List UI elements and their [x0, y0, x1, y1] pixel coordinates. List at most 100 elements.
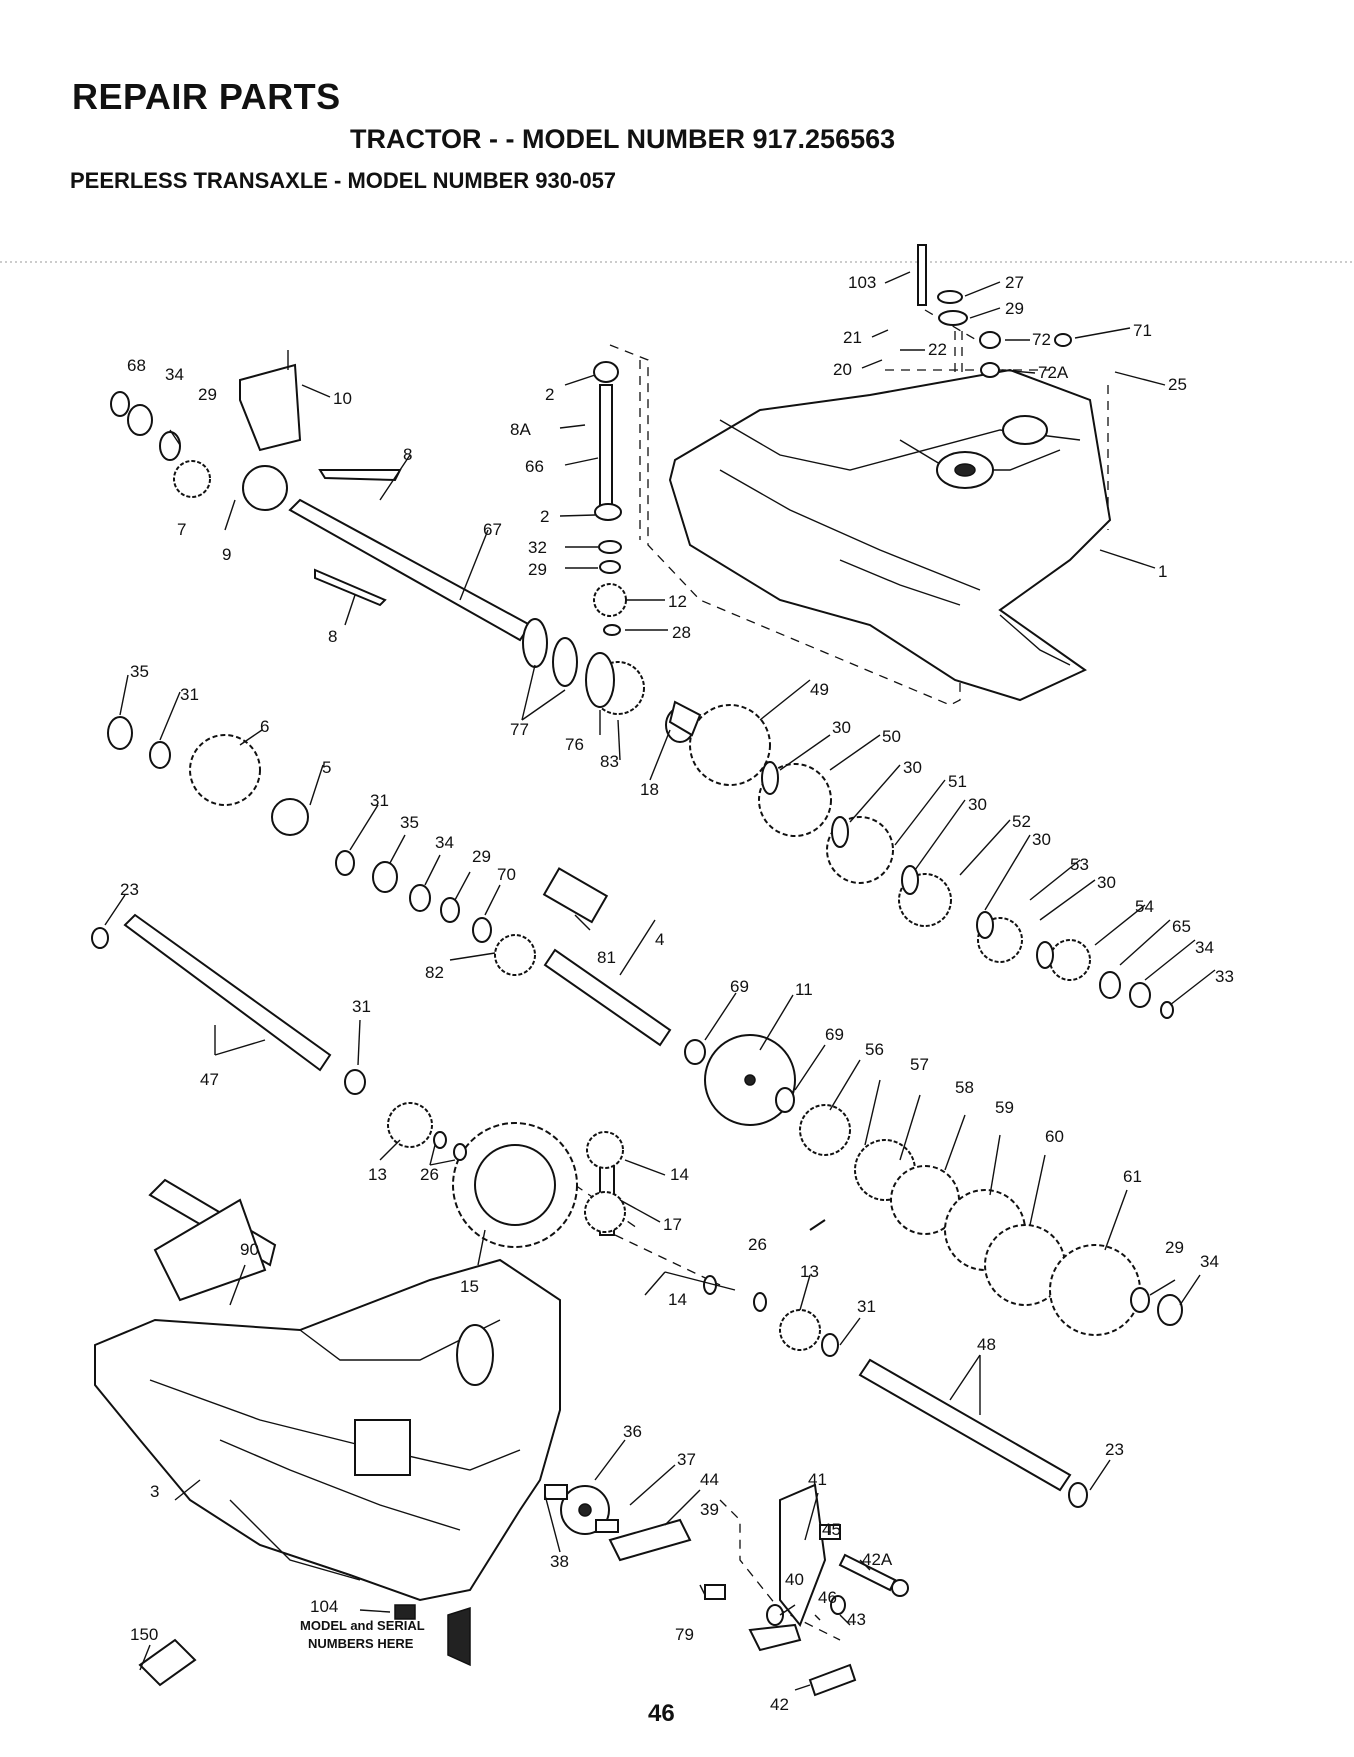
callout-82: 82	[425, 963, 444, 982]
callout-47: 47	[200, 1070, 219, 1089]
callout-8: 8	[328, 627, 337, 646]
callout-69: 69	[730, 977, 749, 996]
transaxle-model-heading: PEERLESS TRANSAXLE - MODEL NUMBER 930-05…	[70, 168, 617, 193]
model-serial-note-line1: MODEL and SERIAL	[300, 1618, 425, 1633]
callout-51: 51	[948, 772, 967, 791]
gears	[173, 460, 1141, 1535]
callout-labels: 103 27 29 21 22 72 71 20 72A 25 68 34 29…	[120, 273, 1234, 1714]
callout-31: 31	[352, 997, 371, 1016]
callout-34: 34	[165, 365, 184, 384]
callout-35: 35	[400, 813, 419, 832]
callout-26: 26	[748, 1235, 767, 1254]
callout-35: 35	[130, 662, 149, 681]
callout-30: 30	[1032, 830, 1051, 849]
callout-65: 65	[1172, 917, 1191, 936]
callout-103: 103	[848, 273, 876, 292]
callout-56: 56	[865, 1040, 884, 1059]
callout-15: 15	[460, 1277, 479, 1296]
callout-34: 34	[435, 833, 454, 852]
callout-4: 4	[655, 930, 664, 949]
callout-42a: 42A	[862, 1550, 893, 1569]
page-number: 46	[648, 1700, 675, 1727]
callout-40: 40	[785, 1570, 804, 1589]
callout-31: 31	[370, 791, 389, 810]
callout-25: 25	[1168, 375, 1187, 394]
callout-33: 33	[1215, 967, 1234, 986]
misc-components	[138, 350, 909, 1697]
callout-34: 34	[1195, 938, 1214, 957]
callout-30: 30	[903, 758, 922, 777]
callout-6: 6	[260, 717, 269, 736]
callout-30: 30	[968, 795, 987, 814]
callout-11: 11	[795, 980, 813, 999]
model-serial-note-line2: NUMBERS HERE	[308, 1636, 414, 1651]
callout-13: 13	[368, 1165, 387, 1184]
callout-31: 31	[180, 685, 199, 704]
callout-48: 48	[977, 1335, 996, 1354]
callout-45: 45	[822, 1520, 841, 1539]
callout-13: 13	[800, 1262, 819, 1281]
callout-39: 39	[700, 1500, 719, 1519]
callout-53: 53	[1070, 855, 1089, 874]
callout-49: 49	[810, 680, 829, 699]
callout-90: 90	[240, 1240, 259, 1259]
callout-3: 3	[150, 1482, 159, 1501]
callout-2: 2	[545, 385, 554, 404]
callout-26: 26	[420, 1165, 439, 1184]
callout-17: 17	[663, 1215, 682, 1234]
callout-71: 71	[1133, 321, 1152, 340]
callout-30: 30	[1097, 873, 1116, 892]
callout-54: 54	[1135, 897, 1154, 916]
callout-66: 66	[525, 457, 544, 476]
callout-36: 36	[623, 1422, 642, 1441]
callout-29: 29	[1005, 299, 1024, 318]
tractor-model-heading: TRACTOR - - MODEL NUMBER 917.256563	[350, 124, 896, 154]
callout-28: 28	[672, 623, 691, 642]
callout-29: 29	[1165, 1238, 1184, 1257]
callout-10: 10	[333, 389, 352, 408]
callout-18: 18	[640, 780, 659, 799]
leader-lines	[104, 271, 1216, 1691]
callout-46: 46	[818, 1588, 837, 1607]
upper-housing-part-1	[668, 368, 1112, 702]
callout-37: 37	[677, 1450, 696, 1469]
callout-34: 34	[1200, 1252, 1219, 1271]
callout-29: 29	[472, 847, 491, 866]
callout-44: 44	[700, 1470, 719, 1489]
callout-38: 38	[550, 1552, 569, 1571]
washers	[91, 290, 1183, 1626]
callout-1: 1	[1158, 562, 1167, 581]
callout-72a: 72A	[1038, 363, 1069, 382]
lower-housing-part-3	[94, 1258, 561, 1602]
callout-61: 61	[1123, 1167, 1142, 1186]
callout-79: 79	[675, 1625, 694, 1644]
callout-27: 27	[1005, 273, 1024, 292]
callout-23: 23	[1105, 1440, 1124, 1459]
callout-32: 32	[528, 538, 547, 557]
shafts	[123, 244, 1072, 1492]
callout-23: 23	[120, 880, 139, 899]
callout-69: 69	[825, 1025, 844, 1044]
callout-31: 31	[857, 1297, 876, 1316]
callout-20: 20	[833, 360, 852, 379]
callout-81: 81	[597, 948, 616, 967]
callout-77: 77	[510, 720, 529, 739]
callout-14: 14	[670, 1165, 689, 1184]
callout-150: 150	[130, 1625, 158, 1644]
callout-29: 29	[528, 560, 547, 579]
callout-14: 14	[668, 1290, 687, 1309]
callout-58: 58	[955, 1078, 974, 1097]
callout-68: 68	[127, 356, 146, 375]
callout-29: 29	[198, 385, 217, 404]
callout-76: 76	[565, 735, 584, 754]
callout-41: 41	[808, 1470, 827, 1489]
callout-60: 60	[1045, 1127, 1064, 1146]
callout-43: 43	[847, 1610, 866, 1629]
callout-42: 42	[770, 1695, 789, 1714]
callout-72: 72	[1032, 330, 1051, 349]
callout-59: 59	[995, 1098, 1014, 1117]
callout-52: 52	[1012, 812, 1031, 831]
callout-8: 8	[403, 445, 412, 464]
callout-104: 104	[310, 1597, 338, 1616]
